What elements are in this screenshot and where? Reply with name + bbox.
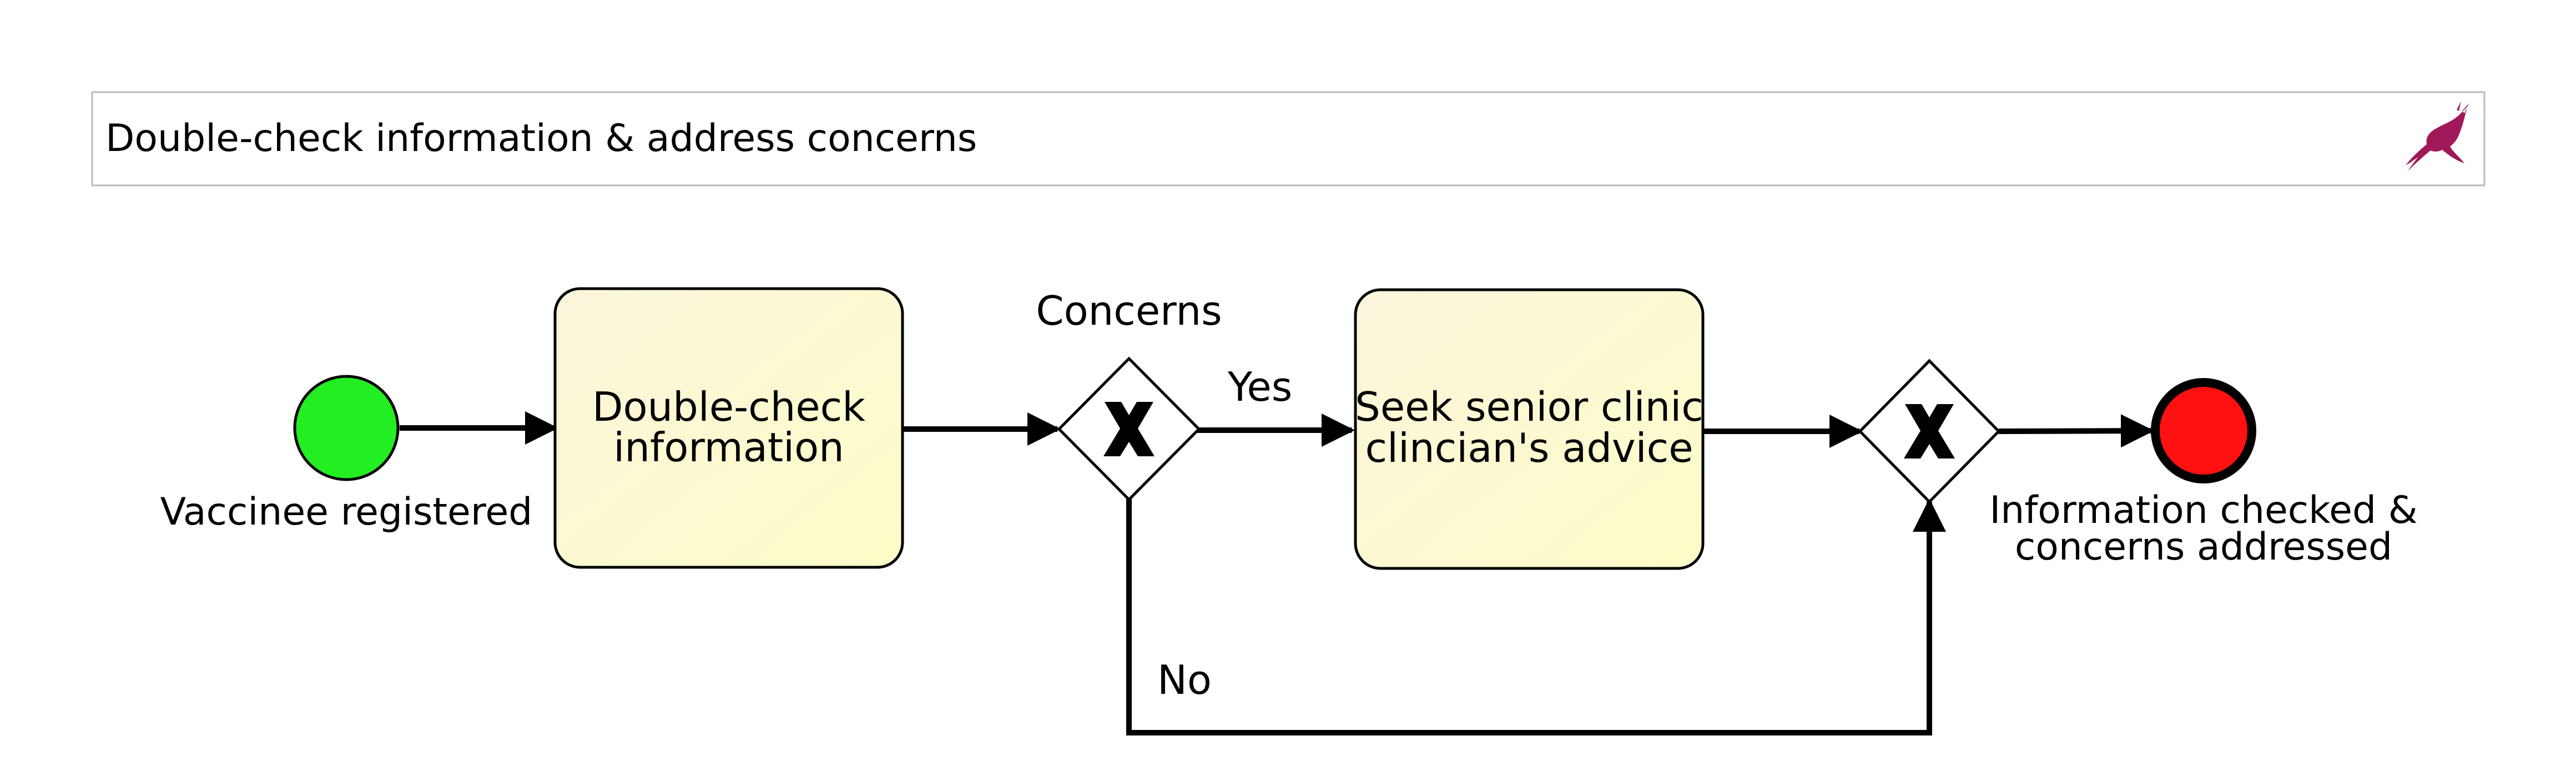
start-event-label: Vaccinee registered	[160, 490, 533, 534]
end-event	[2151, 378, 2256, 483]
task-double-check	[553, 287, 904, 569]
gazelle-logo-icon	[2406, 101, 2469, 171]
task-seek-advice-line2: clincian's advice	[1365, 425, 1693, 471]
task-double-check-line2: information	[613, 424, 844, 471]
exclusive-gateway-x-icon	[1103, 402, 1155, 456]
diagram-title: Double-check information & address conce…	[105, 117, 977, 160]
diagram-header: Double-check information & address conce…	[91, 91, 2486, 187]
task-seek-advice	[1354, 288, 1705, 570]
flow-no-path	[1126, 496, 1946, 735]
end-event-label-line2: concerns addressed	[2015, 525, 2392, 569]
start-event	[293, 375, 400, 481]
gateway-concerns	[1057, 356, 1201, 502]
sequence-flows	[400, 411, 2154, 735]
gateway-merge	[1858, 359, 2001, 504]
task-double-check-line1: Double-check	[592, 384, 865, 430]
gateway-concerns-label: Concerns	[1036, 288, 1222, 334]
flow-yes-label: Yes	[1227, 364, 1292, 410]
flow-no-label: No	[1157, 657, 1212, 703]
task-seek-advice-line1: Seek senior clinic	[1355, 384, 1703, 430]
end-event-label-line1: Information checked &	[1989, 488, 2418, 532]
exclusive-gateway-x-icon	[1904, 404, 1955, 458]
